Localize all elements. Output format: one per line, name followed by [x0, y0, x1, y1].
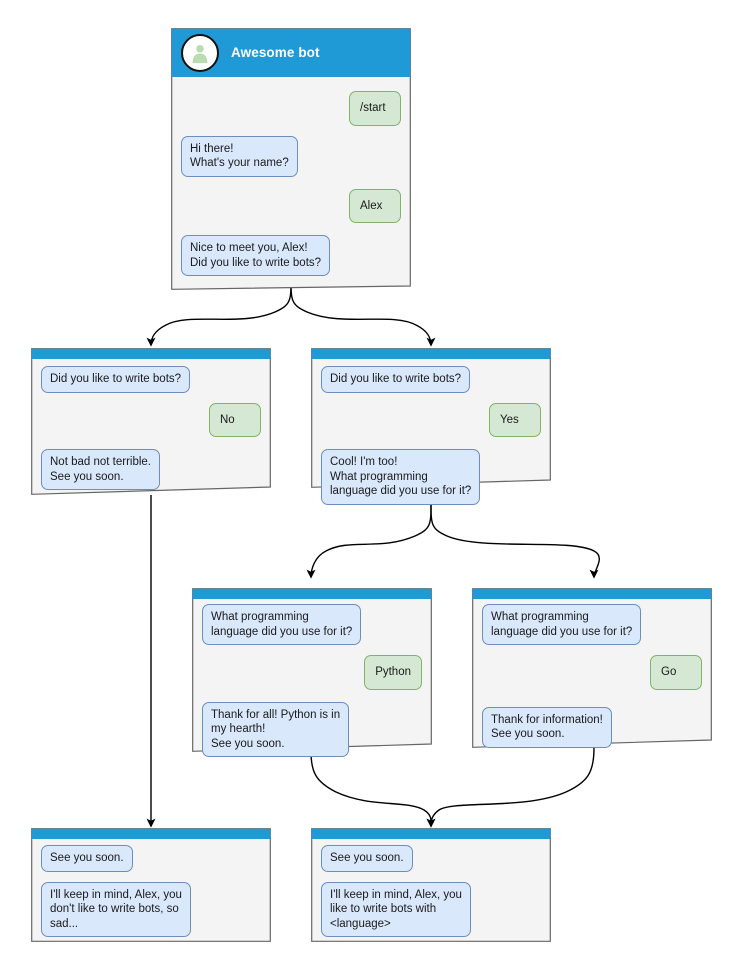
user-bubble[interactable]: Go	[650, 655, 702, 690]
connector-go-to-end-happy	[426, 747, 595, 828]
message-row: Nice to meet you, Alex! Did you like to …	[181, 235, 401, 276]
user-bubble[interactable]: Python	[364, 655, 422, 690]
bot-bubble: Thank for all! Python is in my hearth! S…	[202, 701, 350, 757]
go-branch-chat: What programming language did you use fo…	[472, 599, 712, 748]
message-row: Did you like to write bots?	[41, 366, 261, 393]
node-no-branch[interactable]: Did you like to write bots? No Not bad n…	[31, 348, 271, 495]
message-row: Not bad not terrible. See you soon.	[41, 449, 261, 490]
user-bubble[interactable]: Yes	[489, 402, 541, 437]
node-titlebar	[311, 348, 551, 359]
user-bubble[interactable]: No	[209, 402, 261, 437]
node-end-sad[interactable]: See you soon. I'll keep in mind, Alex, y…	[31, 828, 271, 942]
node-go-branch[interactable]: What programming language did you use fo…	[472, 588, 712, 748]
bot-bubble: What programming language did you use fo…	[482, 604, 642, 645]
message-row: No	[41, 402, 261, 437]
message-row: I'll keep in mind, Alex, you don't like …	[41, 881, 261, 937]
message-row: What programming language did you use fo…	[482, 604, 702, 645]
bot-bubble: Cool! I'm too! What programming language…	[321, 449, 481, 505]
message-row: /start	[181, 91, 401, 126]
bot-bubble: Did you like to write bots?	[41, 366, 191, 393]
message-row: See you soon.	[321, 845, 541, 872]
bot-bubble: Not bad not terrible. See you soon.	[41, 449, 161, 490]
message-row: Hi there! What's your name?	[181, 135, 401, 177]
bot-title: Awesome bot	[231, 45, 320, 60]
message-row: Alex	[181, 188, 401, 223]
node-titlebar	[31, 828, 271, 839]
message-row: Go	[482, 655, 702, 690]
user-bubble[interactable]: Alex	[349, 188, 401, 223]
message-row: Cool! I'm too! What programming language…	[321, 449, 541, 505]
bot-bubble: Hi there! What's your name?	[181, 135, 298, 177]
root-titlebar: Awesome bot	[171, 28, 411, 77]
bot-bubble: I'll keep in mind, Alex, you don't like …	[41, 881, 191, 937]
python-branch-chat: What programming language did you use fo…	[192, 599, 432, 757]
end-sad-chat: See you soon. I'll keep in mind, Alex, y…	[31, 839, 271, 937]
bot-bubble: See you soon.	[321, 845, 413, 872]
message-row: Python	[202, 655, 422, 690]
end-happy-chat: See you soon. I'll keep in mind, Alex, y…	[311, 839, 551, 937]
bot-bubble: I'll keep in mind, Alex, you like to wri…	[321, 881, 471, 937]
no-branch-chat: Did you like to write bots? No Not bad n…	[31, 359, 271, 490]
node-titlebar	[192, 588, 432, 599]
message-row: I'll keep in mind, Alex, you like to wri…	[321, 881, 541, 937]
message-row: Did you like to write bots?	[321, 366, 541, 393]
node-end-happy[interactable]: See you soon. I'll keep in mind, Alex, y…	[311, 828, 551, 942]
node-titlebar	[311, 828, 551, 839]
bot-bubble: Nice to meet you, Alex! Did you like to …	[181, 235, 331, 276]
message-row: See you soon.	[41, 845, 261, 872]
yes-branch-chat: Did you like to write bots? Yes Cool! I'…	[311, 359, 551, 505]
root-chat: /start Hi there! What's your name? Alex …	[171, 77, 411, 276]
node-titlebar	[31, 348, 271, 359]
message-row: What programming language did you use fo…	[202, 604, 422, 645]
bot-bubble: Thank for information! See you soon.	[482, 706, 612, 748]
message-row: Thank for information! See you soon.	[482, 706, 702, 748]
node-yes-branch[interactable]: Did you like to write bots? Yes Cool! I'…	[311, 348, 551, 505]
bot-bubble: See you soon.	[41, 845, 133, 872]
node-titlebar	[472, 588, 712, 599]
user-bubble[interactable]: /start	[349, 91, 401, 126]
bot-bubble: What programming language did you use fo…	[202, 604, 362, 645]
node-python-branch[interactable]: What programming language did you use fo…	[192, 588, 432, 757]
person-avatar-icon	[181, 33, 219, 72]
bot-bubble: Did you like to write bots?	[321, 366, 471, 393]
message-row: Yes	[321, 402, 541, 437]
message-row: Thank for all! Python is in my hearth! S…	[202, 701, 422, 757]
node-root[interactable]: Awesome bot /start Hi there! What's your…	[171, 28, 411, 290]
